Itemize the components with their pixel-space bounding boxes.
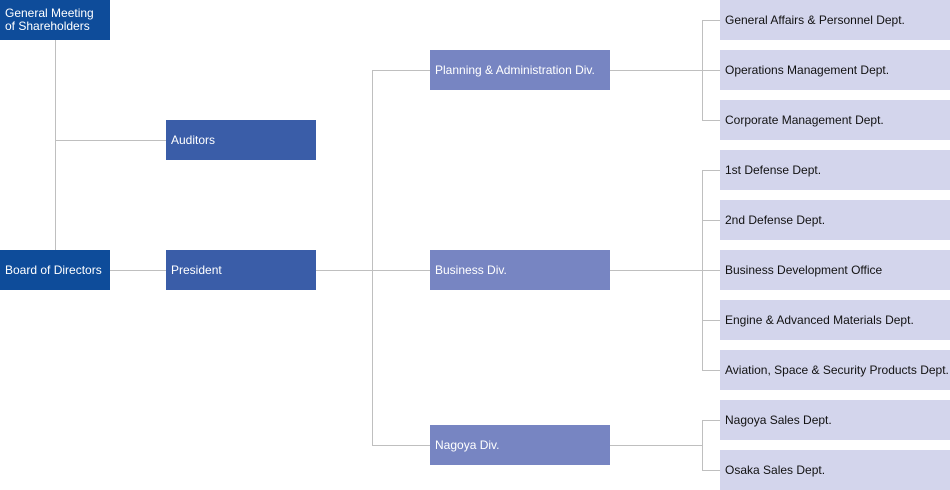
connector-dept-stub (702, 20, 720, 21)
connector-dept-stub (702, 470, 720, 471)
dept-general-affairs-personnel: General Affairs & Personnel Dept. (720, 0, 950, 40)
dept-corporate-management: Corporate Management Dept. (720, 100, 950, 140)
connector-shareholders-board (55, 40, 56, 250)
connector-dept-stub (702, 120, 720, 121)
dept-aviation-space-security: Aviation, Space & Security Products Dept… (720, 350, 950, 390)
connector-to-nagoya (372, 445, 430, 446)
connector-dept-stub (702, 70, 720, 71)
connector-business-depts (610, 270, 702, 271)
connector-dept-stub (702, 220, 720, 221)
connector-dept-stub (702, 320, 720, 321)
shareholders-box: General Meeting of Shareholders (0, 0, 110, 40)
division-business: Business Div. (430, 250, 610, 290)
connector-nagoya-depts (610, 445, 702, 446)
connector-to-planning (372, 70, 430, 71)
board-of-directors-box: Board of Directors (0, 250, 110, 290)
dept-business-development-office: Business Development Office (720, 250, 950, 290)
dept-osaka-sales: Osaka Sales Dept. (720, 450, 950, 490)
dept-operations-management: Operations Management Dept. (720, 50, 950, 90)
connector-dept-stub (702, 420, 720, 421)
connector-nagoya-trunk (702, 420, 703, 470)
connector-planning-depts (610, 70, 702, 71)
dept-nagoya-sales: Nagoya Sales Dept. (720, 400, 950, 440)
connector-board-president (110, 270, 166, 271)
connector-division-trunk (372, 70, 373, 445)
connector-to-auditors (55, 140, 166, 141)
dept-engine-advanced-materials: Engine & Advanced Materials Dept. (720, 300, 950, 340)
president-box: President (166, 250, 316, 290)
division-nagoya: Nagoya Div. (430, 425, 610, 465)
connector-president-business (316, 270, 430, 271)
auditors-box: Auditors (166, 120, 316, 160)
dept-1st-defense: 1st Defense Dept. (720, 150, 950, 190)
connector-dept-stub (702, 370, 720, 371)
connector-dept-stub (702, 170, 720, 171)
dept-2nd-defense: 2nd Defense Dept. (720, 200, 950, 240)
division-planning-administration: Planning & Administration Div. (430, 50, 610, 90)
connector-dept-stub (702, 270, 720, 271)
